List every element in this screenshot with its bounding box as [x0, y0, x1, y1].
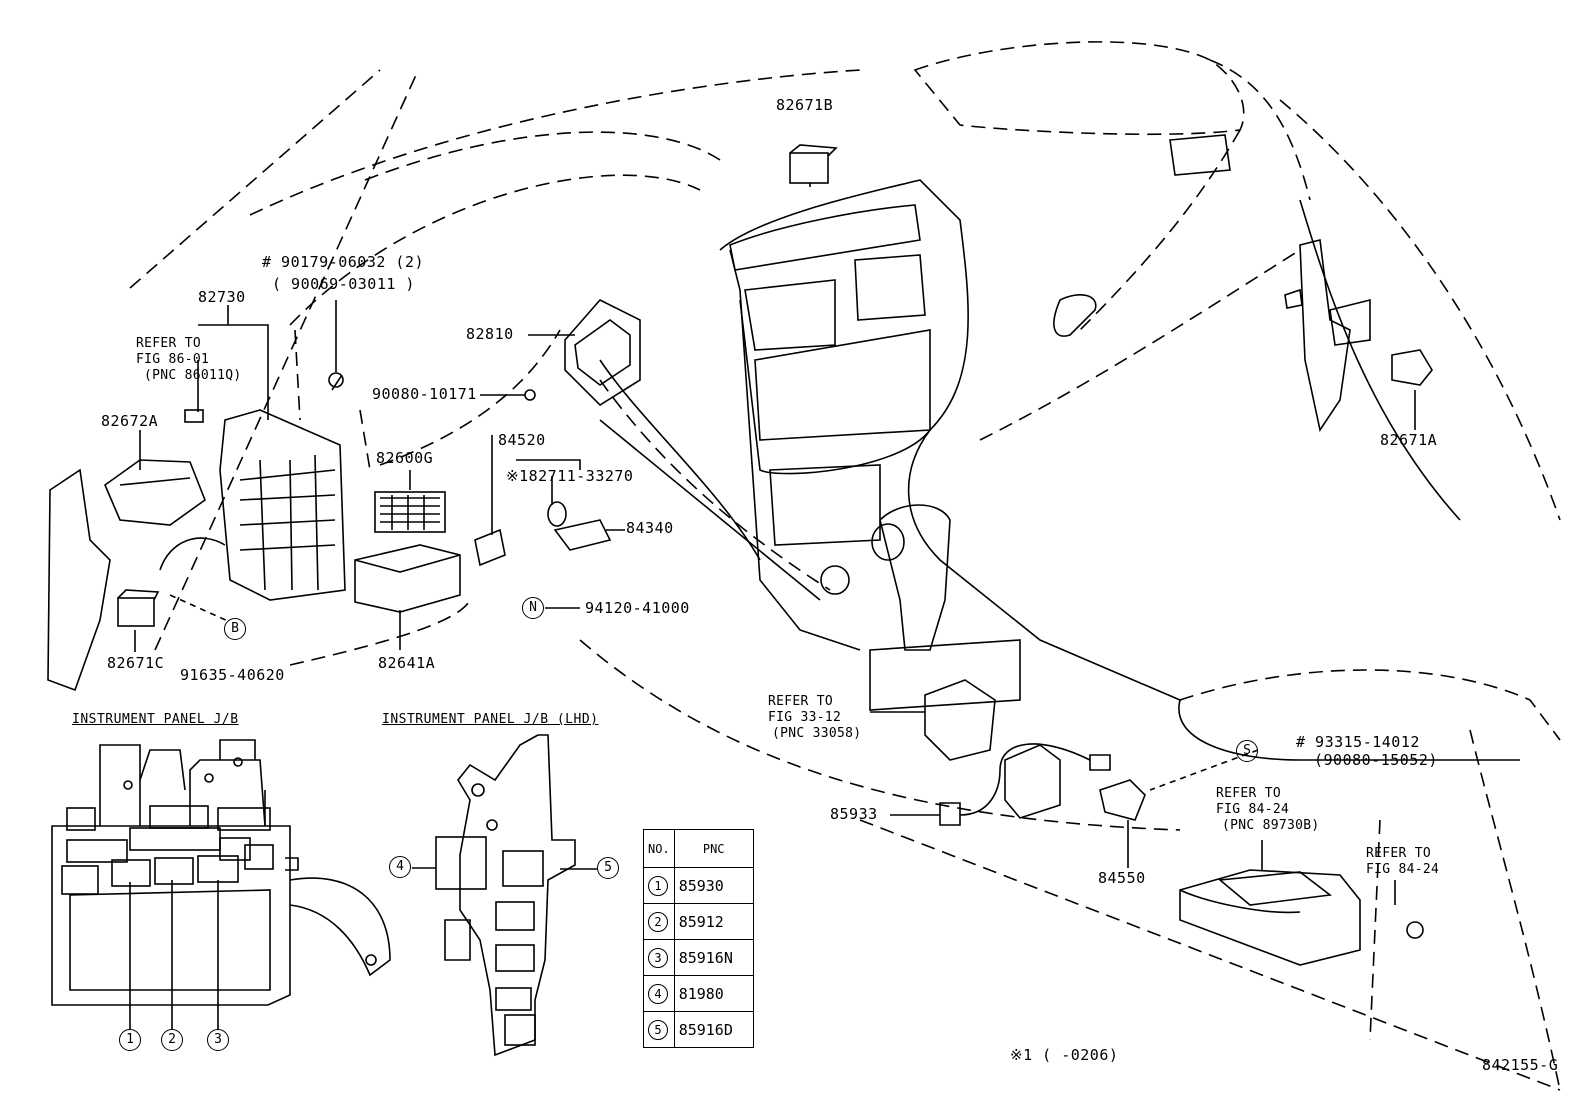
refer-33-line3: (PNC 33058) [772, 726, 862, 741]
part-84550-label: 84550 [1098, 869, 1146, 887]
table-row: 2 85912 [643, 903, 754, 940]
refer-84a-line2: FIG 84-24 [1216, 802, 1290, 817]
part-82730-label: 82730 [198, 288, 246, 306]
refer-33-line2: FIG 33-12 [768, 710, 842, 725]
part-90080-label: 90080-10171 [372, 385, 477, 403]
refer-84b-line1: REFER TO [1366, 846, 1432, 861]
pnc-table: NO. PNC 1 85930 2 85912 3 85916N 4 81980… [643, 829, 754, 1048]
row-pnc: 85916N [673, 939, 754, 976]
jb-title: INSTRUMENT PANEL J/B [72, 712, 239, 727]
jb-lhd-drawing [412, 734, 598, 1057]
refer-84b-line2: FIG 84-24 [1366, 862, 1440, 877]
part-82672A-label: 82672A [101, 412, 159, 430]
part-82671C-label: 82671C [107, 654, 165, 672]
table-row: 1 85930 [643, 867, 754, 904]
part-93315-label: # 93315-14012 [1296, 733, 1420, 751]
refer-86-line2: FIG 86-01 [136, 352, 210, 367]
row-number: 5 [648, 1019, 668, 1040]
refer-86-line1: REFER TO [136, 336, 202, 351]
part-94120-label: 94120-41000 [585, 599, 690, 617]
dashboard-outline [129, 41, 1561, 1091]
refer-84a-line3: (PNC 89730B) [1222, 818, 1320, 833]
part-90080b-label: (90080-15052) [1314, 751, 1438, 769]
part-90069-label: ( 90069-03011 ) [272, 275, 415, 293]
console-outline [599, 134, 1520, 761]
callout-3: 3 [207, 1029, 229, 1051]
callout-1: 1 [119, 1029, 141, 1051]
header-pnc: PNC [673, 829, 754, 868]
table-row: 5 85916D [643, 1011, 754, 1048]
marker-S: S [1236, 740, 1258, 762]
part-82600G-label: 82600G [376, 449, 434, 467]
refer-84a-line1: REFER TO [1216, 786, 1282, 801]
refer-33-line1: REFER TO [768, 694, 834, 709]
row-pnc: 85916D [673, 1011, 754, 1048]
callout-2: 2 [161, 1029, 183, 1051]
row-number: 4 [648, 983, 668, 1004]
callout-4: 4 [389, 856, 411, 878]
row-pnc: 81980 [673, 975, 754, 1012]
part-84520-label: 84520 [498, 431, 546, 449]
part-82810-label: 82810 [466, 325, 514, 343]
table-row: 3 85916N [643, 939, 754, 976]
part-90179-label: # 90179-06032 (2) [262, 253, 425, 271]
part-82671A-label: 82671A [1380, 431, 1438, 449]
jb-lhd-title: INSTRUMENT PANEL J/B (LHD) [382, 712, 599, 727]
leader-lines [134, 183, 1416, 905]
footnote: ※1 ( -0206) [1010, 1046, 1119, 1064]
row-number: 3 [648, 947, 668, 968]
jb-drawing [51, 739, 391, 1030]
row-number: 2 [648, 911, 668, 932]
marker-B: B [224, 618, 246, 640]
part-82641A-label: 82641A [378, 654, 436, 672]
part-91635-label: 91635-40620 [180, 666, 285, 684]
pnc-table-header: NO. PNC [643, 829, 754, 868]
row-number: 1 [648, 875, 668, 896]
marker-N: N [522, 597, 544, 619]
refer-86-line3: (PNC 86011Q) [144, 368, 242, 383]
row-pnc: 85930 [673, 867, 754, 904]
part-85933-label: 85933 [830, 805, 878, 823]
row-pnc: 85912 [673, 903, 754, 940]
header-no: NO. [643, 829, 675, 868]
part-82711-label: ※182711-33270 [506, 467, 634, 485]
figure-code: 842155-G [1482, 1056, 1559, 1074]
table-row: 4 81980 [643, 975, 754, 1012]
part-84340-label: 84340 [626, 519, 674, 537]
callout-5: 5 [597, 857, 619, 879]
part-82671B-label: 82671B [776, 96, 834, 114]
component-sketches [47, 144, 1433, 966]
